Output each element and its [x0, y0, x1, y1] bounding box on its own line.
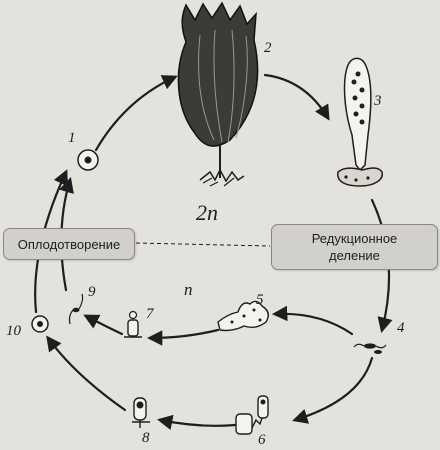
gametophyte-icon	[217, 300, 269, 332]
arrow-7-to-9	[83, 314, 124, 336]
stage-number-9: 9	[88, 284, 96, 300]
stage-number-8: 8	[142, 430, 150, 446]
arrow-8-to-10	[46, 335, 127, 412]
gamete-icon	[68, 293, 84, 325]
arrow-4-to-6	[292, 356, 374, 424]
reduction-division-label-line2: деление	[329, 248, 380, 263]
arrow-5-to-7	[146, 328, 220, 346]
ploidy-divider	[135, 242, 271, 247]
gamete-icon	[31, 315, 49, 333]
stage-number-7: 7	[146, 306, 154, 322]
stage-number-4: 4	[397, 320, 405, 336]
arrow-6-to-8	[156, 414, 237, 430]
reduction-division-label-line1: Редукционное	[311, 231, 398, 246]
reduction-division-box: Редукционное деление	[271, 224, 438, 270]
sporangium-icon	[337, 57, 383, 187]
sporophyte-icon	[177, 1, 259, 187]
diploid-label: 2n	[196, 200, 218, 225]
haploid-label: n	[184, 280, 193, 299]
fertilization-box: Оплодотворение	[3, 228, 135, 260]
arrow-2-to-3	[263, 73, 330, 121]
fertilization-label: Оплодотворение	[17, 236, 121, 252]
stage-number-6: 6	[258, 432, 266, 448]
stage-number-5: 5	[256, 292, 264, 308]
arrow-4-to-5	[271, 305, 354, 336]
gametangium-icon	[124, 310, 142, 338]
zygote-icon	[77, 149, 99, 171]
stage-number-2: 2	[264, 40, 272, 56]
gametophyte-icon	[235, 395, 269, 435]
stage-number-1: 1	[68, 130, 76, 146]
zoospore-icon	[353, 343, 387, 354]
stage-number-3: 3	[374, 93, 382, 109]
gametangium-icon	[132, 397, 150, 428]
stage-number-10: 10	[6, 323, 21, 339]
arrow-1-to-2	[94, 75, 178, 152]
